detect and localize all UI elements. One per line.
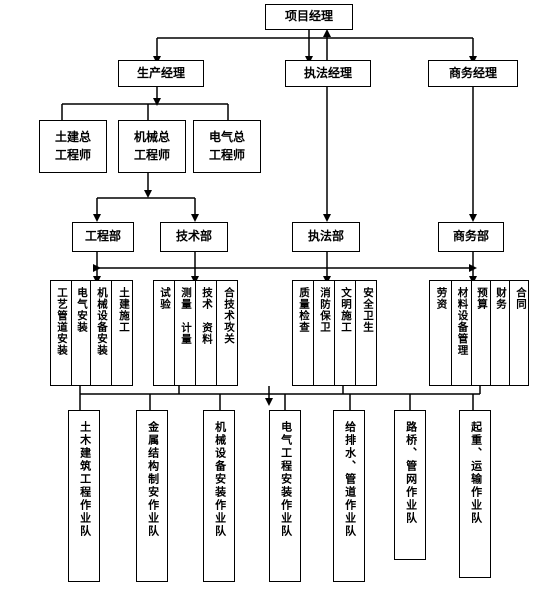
duty-cell: 机械设备安装 (91, 281, 112, 385)
mechanical-installation-team-box: 机械设备安装作业队 (203, 410, 235, 582)
duty-label: 质量检查 (298, 287, 310, 333)
duty-cell: 材料设备管理 (452, 281, 472, 385)
technical-dept-box: 技术部 (160, 222, 228, 252)
duty-label: 合同 (515, 287, 527, 310)
team-label: 机械设备安装作业队 (213, 421, 226, 538)
production-manager-box: 生产经理 (118, 60, 204, 87)
duty-cell: 质量检查 (293, 281, 314, 385)
execution-dept-box: 执法部 (292, 222, 360, 252)
duty-label: 土建施工 (118, 287, 130, 333)
plumbing-pipeline-team-box: 给排水、管道作业队 (333, 410, 365, 582)
duty-cell: 消防保卫 (314, 281, 335, 385)
electrical-installation-team-box: 电气工程安装作业队 (269, 410, 301, 582)
civil-construction-team-box: 土木建筑工程作业队 (68, 410, 100, 582)
mechanical-chief-engineer-box: 机械总 工程师 (118, 120, 186, 173)
engineering-dept-box: 工程部 (72, 222, 134, 252)
electrical-chief-engineer-box: 电气总 工程师 (193, 120, 261, 173)
duty-label: 测量 计量 (180, 287, 192, 345)
duty-label: 技术 资料 (201, 287, 213, 345)
commercial-manager-label: 商务经理 (448, 65, 497, 80)
duty-cell: 土建施工 (112, 281, 134, 385)
team-label: 路桥、管网作业队 (404, 421, 417, 525)
duty-cell: 财务 (491, 281, 510, 385)
civil-chief-engineer-label: 土建总 工程师 (54, 130, 91, 162)
duty-label: 合技术攻关 (223, 287, 235, 345)
duty-label: 机械设备安装 (96, 287, 108, 356)
execution-manager-label: 执法经理 (303, 65, 352, 80)
project-manager-box: 项目经理 (265, 4, 353, 30)
duty-label: 预算 (476, 287, 488, 310)
engineering-duties-group: 工艺管道安装 电气安装 机械设备安装 土建施工 (50, 280, 133, 386)
mechanical-chief-engineer-label: 机械总 工程师 (133, 130, 170, 162)
team-label: 电气工程安装作业队 (279, 421, 292, 538)
metal-structure-team-box: 金属结构制安作业队 (136, 410, 168, 582)
commercial-duties-group: 劳资 材料设备管理 预算 财务 合同 (429, 280, 529, 386)
duty-cell: 技术 资料 (196, 281, 217, 385)
duty-cell: 试验 (154, 281, 175, 385)
civil-chief-engineer-box: 土建总 工程师 (39, 120, 107, 173)
duty-label: 试验 (159, 287, 171, 310)
duty-label: 电气安装 (76, 287, 88, 333)
duty-label: 财务 (495, 287, 507, 310)
electrical-chief-engineer-label: 电气总 工程师 (208, 130, 245, 162)
execution-dept-label: 执法部 (307, 229, 344, 244)
duty-label: 消防保卫 (319, 287, 331, 333)
execution-duties-group: 质量检查 消防保卫 文明施工 安全卫生 (292, 280, 377, 386)
road-bridge-team-box: 路桥、管网作业队 (394, 410, 426, 560)
duty-cell: 合技术攻关 (217, 281, 239, 385)
duty-cell: 劳资 (430, 281, 452, 385)
team-label: 起重、运输作业队 (469, 421, 482, 525)
duty-label: 文明施工 (340, 287, 352, 333)
duty-cell: 预算 (472, 281, 491, 385)
team-label: 土木建筑工程作业队 (78, 421, 91, 538)
duty-label: 材料设备管理 (456, 287, 468, 356)
execution-manager-box: 执法经理 (285, 60, 371, 87)
duty-cell: 电气安装 (72, 281, 91, 385)
duty-label: 劳资 (435, 287, 447, 310)
duty-cell: 文明施工 (335, 281, 356, 385)
project-manager-label: 项目经理 (284, 9, 333, 24)
duty-cell: 合同 (510, 281, 530, 385)
duty-cell: 工艺管道安装 (51, 281, 72, 385)
commercial-dept-box: 商务部 (438, 222, 504, 252)
team-label: 金属结构制安作业队 (146, 421, 159, 538)
technical-duties-group: 试验 测量 计量 技术 资料 合技术攻关 (153, 280, 238, 386)
technical-dept-label: 技术部 (175, 229, 212, 244)
duty-cell: 测量 计量 (175, 281, 196, 385)
commercial-dept-label: 商务部 (452, 229, 489, 244)
duty-label: 安全卫生 (362, 287, 374, 333)
engineering-dept-label: 工程部 (84, 229, 121, 244)
duty-label: 工艺管道安装 (56, 287, 68, 356)
lifting-transport-team-box: 起重、运输作业队 (459, 410, 491, 578)
commercial-manager-box: 商务经理 (428, 60, 518, 87)
production-manager-label: 生产经理 (136, 65, 185, 80)
duty-cell: 安全卫生 (356, 281, 378, 385)
team-label: 给排水、管道作业队 (343, 421, 356, 538)
